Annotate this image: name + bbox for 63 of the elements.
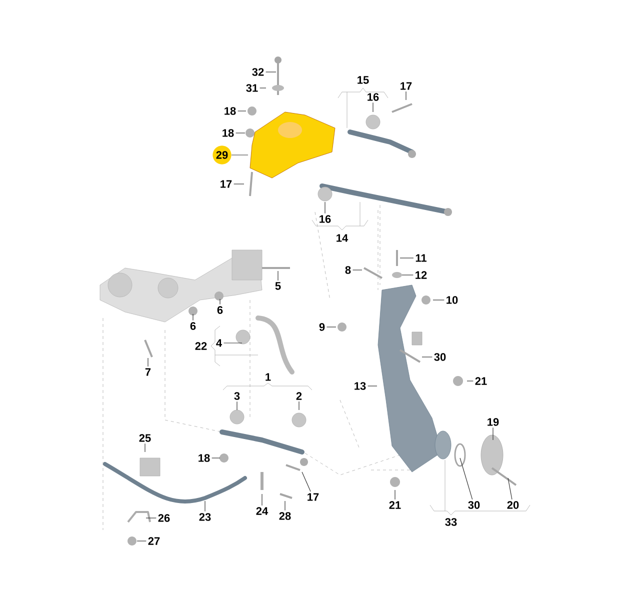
callout-number: 24 — [256, 507, 268, 515]
callout-number: 5 — [275, 282, 281, 290]
callout-number: 26 — [158, 514, 170, 522]
callout-number: 32 — [252, 68, 264, 76]
callout-number: 8 — [345, 266, 351, 274]
callout-number: 21 — [475, 377, 487, 385]
leader-line — [394, 490, 396, 500]
callout-number: 22 — [195, 342, 207, 350]
leader-line — [236, 401, 238, 410]
callout-number: 18 — [224, 107, 236, 115]
leader-line — [460, 458, 473, 500]
callout-number: 28 — [279, 512, 291, 520]
leader-line — [302, 472, 311, 492]
callout-number: 23 — [199, 513, 211, 521]
leader-line — [508, 478, 512, 500]
leader-line — [372, 102, 374, 112]
callout-number: 17 — [220, 180, 232, 188]
leader-line — [326, 326, 336, 328]
callout-number: 14 — [336, 234, 348, 242]
callout-number: 19 — [488, 418, 499, 426]
callout-number: 25 — [139, 434, 151, 442]
callout-number: 2 — [296, 392, 302, 400]
callout-number: 30 — [468, 501, 480, 509]
callout-number: 7 — [145, 368, 151, 376]
leader-line — [236, 132, 246, 134]
callout-number: 31 — [246, 84, 258, 92]
callout-number: 9 — [319, 323, 325, 331]
callout-number: 30 — [434, 353, 446, 361]
leader-line — [298, 401, 300, 410]
callout-number: 16 — [368, 93, 379, 101]
callout-number: 12 — [416, 271, 427, 279]
leader-line — [192, 314, 194, 321]
callout-number: 6 — [190, 322, 196, 330]
callout-number: 4 — [216, 339, 222, 347]
callout-number: 21 — [389, 501, 401, 509]
callout-number: 13 — [354, 382, 366, 390]
callout-number: 6 — [217, 306, 223, 314]
callout-number: 10 — [446, 296, 458, 304]
leader-line — [136, 540, 146, 542]
callout-number: 17 — [400, 82, 412, 90]
leader-line — [492, 427, 494, 440]
callout-number: 17 — [308, 493, 319, 501]
leader-line — [402, 274, 414, 276]
leader-line — [284, 500, 286, 511]
leader-line — [144, 443, 146, 452]
callout-number: 11 — [416, 254, 426, 262]
callout-number: 15 — [358, 76, 369, 84]
leader-line — [422, 356, 432, 358]
callout-number: 18 — [222, 129, 234, 137]
leader-line — [324, 202, 326, 214]
callout-number: 18 — [198, 454, 210, 462]
leader-line — [204, 500, 206, 512]
leader-line — [231, 154, 248, 156]
callout-number: 29 — [212, 146, 232, 164]
callout-number: 20 — [507, 501, 519, 509]
callout-number: 1 — [266, 373, 271, 381]
leader-line — [223, 342, 242, 344]
callout-number: 3 — [234, 392, 240, 400]
callout-number: 27 — [148, 537, 160, 545]
callout-number: 16 — [320, 215, 331, 223]
leader-line — [238, 110, 246, 112]
leader-line — [466, 380, 474, 382]
callout-number: 33 — [445, 518, 457, 526]
